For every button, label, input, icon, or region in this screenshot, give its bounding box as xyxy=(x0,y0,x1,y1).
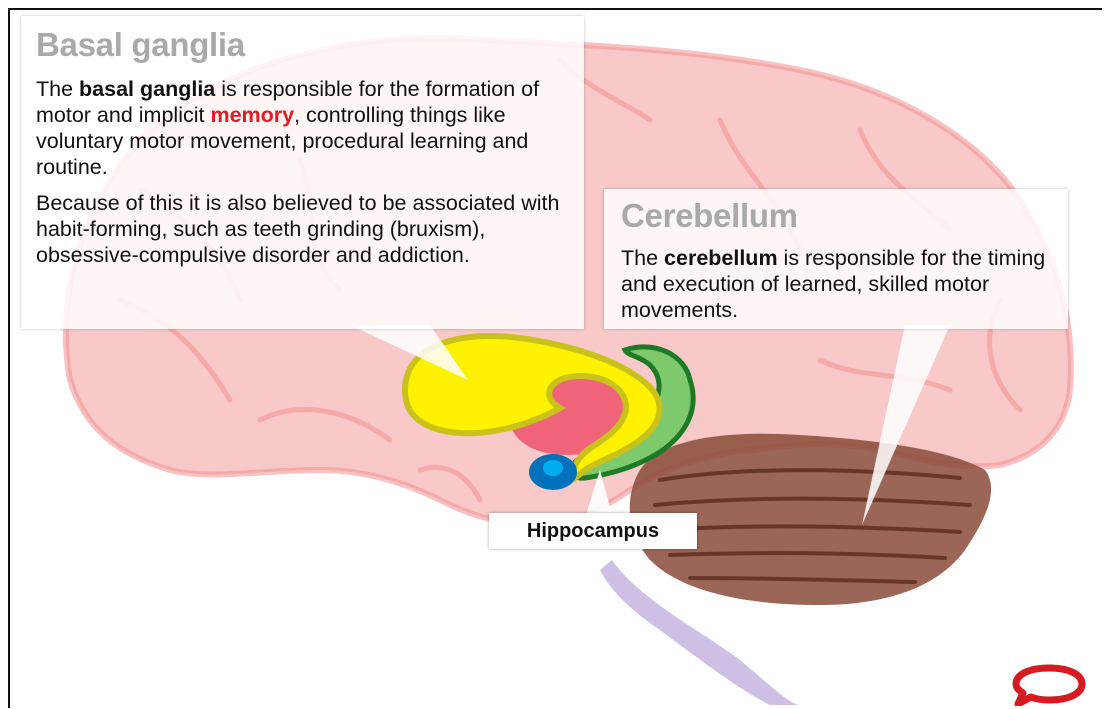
basal-ganglia-description: The basal ganglia is responsible for the… xyxy=(36,76,570,180)
cb-prefix: The xyxy=(621,246,664,270)
memory-highlight: memory xyxy=(210,103,294,127)
amygdala-region xyxy=(529,454,577,490)
cerebellum-title: Cerebellum xyxy=(621,197,1058,235)
speech-bubble-icon xyxy=(1012,664,1086,706)
cb-term: cerebellum xyxy=(664,246,778,270)
bg-term: basal ganglia xyxy=(79,77,215,101)
bg-para1-prefix: The xyxy=(36,77,79,101)
hippocampus-label: Hippocampus xyxy=(489,513,697,549)
cerebellum-description: The cerebellum is responsible for the ti… xyxy=(621,245,1058,323)
cerebellum-callout: Cerebellum The cerebellum is responsible… xyxy=(604,189,1068,329)
basal-ganglia-habits: Because of this it is also believed to b… xyxy=(36,190,570,268)
basal-ganglia-title: Basal ganglia xyxy=(36,26,570,64)
basal-ganglia-callout: Basal ganglia The basal ganglia is respo… xyxy=(21,16,584,329)
